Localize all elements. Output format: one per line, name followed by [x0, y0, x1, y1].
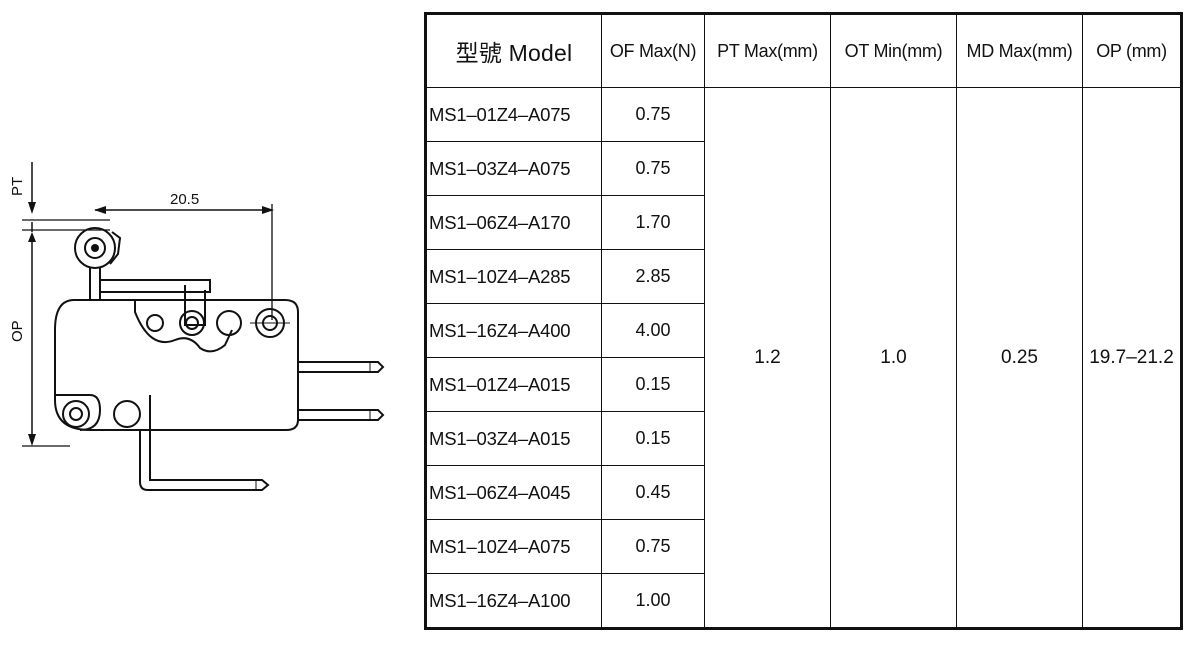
dimension-20-5: 20.5	[170, 191, 199, 208]
of-cell: 0.75	[601, 87, 705, 142]
of-cell: 0.15	[601, 411, 705, 466]
table-row: MS1–06Z4–A170 1.70	[425, 195, 1182, 250]
model-cell: MS1–03Z4–A015	[425, 411, 602, 466]
model-cell: MS1–06Z4–A170	[425, 195, 602, 250]
spec-table: 型號 Model OF Max(N) PT Max(mm) OT Min(mm)…	[424, 12, 1183, 630]
table-row: MS1–03Z4–A075 0.75	[425, 141, 1182, 196]
op-value: 19.7–21.2	[1082, 87, 1182, 629]
header-row: 型號 Model OF Max(N) PT Max(mm) OT Min(mm)…	[425, 13, 1182, 88]
table-row: MS1–06Z4–A045 0.45	[425, 465, 1182, 520]
table-row: MS1–10Z4–A285 2.85	[425, 249, 1182, 304]
table-row: MS1–03Z4–A015 0.15	[425, 411, 1182, 466]
header-op: OP (mm)	[1082, 13, 1182, 88]
of-cell: 0.75	[601, 141, 705, 196]
model-cell: MS1–01Z4–A015	[425, 357, 602, 412]
switch-drawing: PT OP 20.5	[9, 162, 385, 491]
model-cell: MS1–16Z4–A100	[425, 573, 602, 629]
model-cell: MS1–16Z4–A400	[425, 303, 602, 358]
header-model: 型號 Model	[425, 13, 602, 88]
of-cell: 1.00	[601, 573, 705, 629]
table-row: MS1–16Z4–A100 1.00	[425, 573, 1182, 629]
header-pt-max: PT Max(mm)	[704, 13, 831, 88]
table-row: MS1–16Z4–A400 4.00	[425, 303, 1182, 358]
model-cell: MS1–10Z4–A285	[425, 249, 602, 304]
model-cell: MS1–01Z4–A075	[425, 87, 602, 142]
model-cell: MS1–06Z4–A045	[425, 465, 602, 520]
of-cell: 1.70	[601, 195, 705, 250]
of-cell: 4.00	[601, 303, 705, 358]
table-row: MS1–01Z4–A075 0.75 1.2 1.0 0.25 19.7–21.…	[425, 87, 1182, 629]
model-cell: MS1–10Z4–A075	[425, 519, 602, 574]
of-cell: 2.85	[601, 249, 705, 304]
header-md-max: MD Max(mm)	[956, 13, 1083, 88]
md-value: 0.25	[956, 87, 1083, 629]
header-ot-min: OT Min(mm)	[830, 13, 957, 88]
of-cell: 0.45	[601, 465, 705, 520]
ot-value: 1.0	[830, 87, 957, 629]
header-of-max: OF Max(N)	[601, 13, 705, 88]
op-label: OP	[9, 320, 26, 342]
of-cell: 0.15	[601, 357, 705, 412]
of-cell: 0.75	[601, 519, 705, 574]
pt-label: PT	[9, 177, 26, 196]
model-cell: MS1–03Z4–A075	[425, 141, 602, 196]
table-row: MS1–01Z4–A015 0.15	[425, 357, 1182, 412]
pt-value: 1.2	[704, 87, 831, 629]
